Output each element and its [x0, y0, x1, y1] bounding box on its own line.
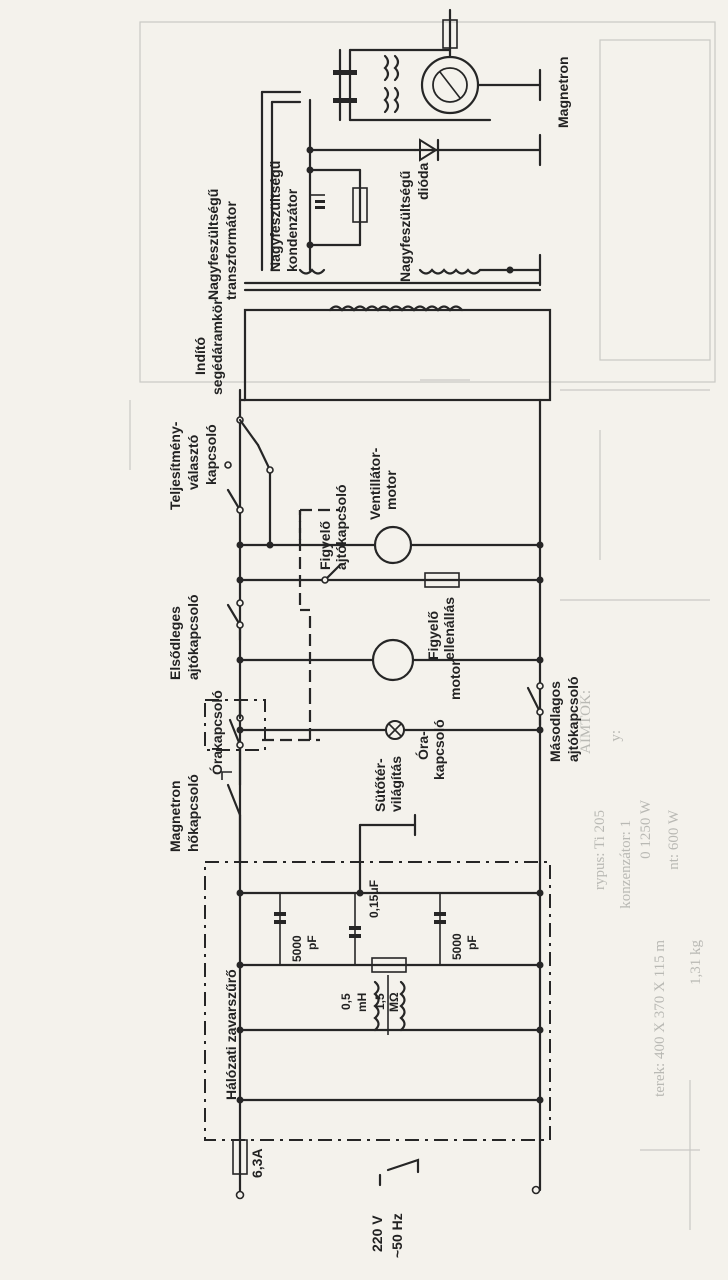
hv-transformer-label-2: transzformátor	[223, 201, 239, 300]
starter-circuit	[238, 308, 552, 402]
power-selector-label-3: kapcsoló	[203, 424, 219, 485]
bleed-text-8: 1,31 kg	[688, 940, 704, 986]
resistor-value: 1,5	[373, 993, 387, 1010]
inductor-unit: mH	[355, 993, 369, 1012]
main-rails	[235, 388, 542, 1200]
line-filter	[204, 813, 551, 1141]
secondary-door-switch	[526, 682, 544, 727]
primary-door-switch	[226, 510, 302, 642]
secondary-door-label-2: ajtókapcsoló	[565, 676, 581, 762]
fan-motor-branch	[236, 510, 544, 565]
hv-capacitor-label-2: kondenzátor	[284, 188, 300, 272]
timer-motor-label-2: kapcsoló	[431, 719, 447, 780]
monitor-switch-label-1: Figyelő	[317, 521, 333, 570]
power-selector-label-2: választó	[185, 435, 201, 490]
power-selector-switch	[224, 416, 274, 549]
bleed-text-4: nt: 600 W	[666, 809, 682, 870]
monitor-resistor-label-2: ellenállás	[441, 597, 457, 660]
bleed-text-6: konzenzátor: 1	[618, 820, 634, 909]
monitor-resistor-branch	[236, 563, 544, 588]
magnetron	[260, 8, 542, 122]
monitor-switch-label-2: ajtókapcsoló	[333, 484, 349, 570]
fan-motor-label-1: Ventillátor-	[367, 447, 383, 520]
hv-capacitor	[306, 146, 417, 249]
inductor-value: 0,5	[339, 993, 353, 1010]
timer-switch	[204, 698, 320, 762]
primary-door-label-2: ajtókapcsoló	[185, 594, 201, 680]
fuse-label: 6,3A	[249, 1148, 265, 1178]
timer-motor-label-3: motor	[447, 660, 463, 700]
cap-5000-top-value: 5000	[290, 935, 304, 962]
bleed-text-5: rypus: Ti 205	[592, 810, 608, 890]
line-filter-label: Hálózati zavarszűrő	[223, 969, 239, 1100]
power-selector-label-1: Teljesítmény-	[167, 421, 183, 510]
hv-diode	[413, 133, 542, 167]
monitor-resistor-label-1: Figyelő	[425, 611, 441, 660]
bleed-through: AIMTOK: y: 0 1250 W nt: 600 W rypus: Ti …	[129, 21, 716, 1230]
fuse	[232, 1139, 248, 1175]
hv-capacitor-label-1: Nagyfeszültségű	[267, 161, 283, 272]
starter-label-2: segédáramkör	[209, 299, 225, 395]
bleed-text-3: 0 1250 W	[638, 799, 654, 859]
mains-source: 220 V ~50 Hz	[369, 1158, 420, 1258]
hv-diode-label-1: Nagyfeszültségű	[397, 171, 413, 282]
cap-5000-bot-unit: pF	[465, 935, 479, 950]
bleed-text-1: AIMTOK:	[578, 690, 594, 754]
starter-label-1: Indító	[192, 337, 208, 375]
resistor-unit: MΩ	[387, 992, 401, 1012]
primary-door-label-1: Elsődleges	[167, 606, 183, 680]
timer-motor-branch	[236, 608, 544, 700]
thermal-switch	[221, 758, 242, 864]
bleed-text-2: y:	[608, 730, 624, 742]
oven-light-branch	[236, 720, 544, 740]
thermal-switch-label-1: Magnetron	[167, 780, 183, 852]
cap-5000-top-unit: pF	[305, 935, 319, 950]
secondary-door-label-1: Másodlagos	[547, 681, 563, 762]
cap-5000-bot-value: 5000	[450, 933, 464, 960]
timer-motor-label-1: Óra-	[414, 731, 431, 760]
oven-light-label-2: világítás	[388, 756, 404, 812]
bleed-text-7: terek: 400 X 370 X 115 m	[652, 940, 668, 1097]
oven-light-label-1: Sütőtér-	[372, 758, 388, 812]
thermal-switch-label-2: hőkapcsoló	[185, 774, 201, 852]
fan-motor-label-2: motor	[383, 470, 399, 510]
cap-015-label: 0,15μF	[367, 880, 381, 918]
mains-voltage-label: 220 V	[369, 1215, 385, 1252]
timer-switch-label: Órakapcsoló	[208, 690, 225, 775]
hv-transformer-label-1: Nagyfeszültségű	[205, 189, 221, 300]
magnetron-label: Magnetron	[555, 56, 571, 128]
hv-diode-label-2: dióda	[415, 162, 431, 200]
mains-frequency-label: ~50 Hz	[389, 1213, 405, 1258]
